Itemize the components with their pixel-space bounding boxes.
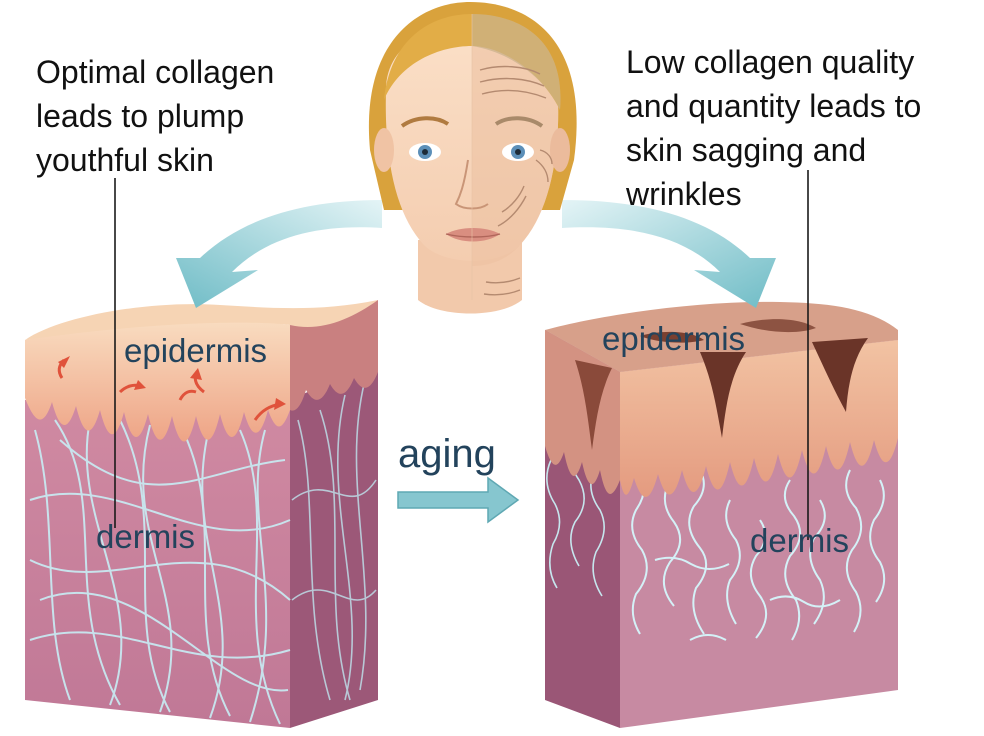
right-dermis-label: dermis [750,524,849,557]
curved-arrow-right-icon [562,200,776,308]
left-dermis-label: dermis [96,520,195,553]
aging-arrow-icon [398,478,518,522]
face-illustration [369,2,577,314]
right-caption: Low collagen quality and quantity leads … [626,40,976,216]
young-dermis-side [290,360,378,728]
left-epidermis-label: epidermis [124,334,267,367]
right-caption-line-1: Low collagen quality [626,40,976,84]
curved-arrow-left-icon [176,200,382,308]
right-epidermis-label: epidermis [602,322,745,355]
left-caption-line-1: Optimal collagen [36,50,366,94]
aging-label: aging [398,434,496,474]
left-caption-line-2: leads to plump [36,94,366,138]
right-caption-line-3: skin sagging and [626,128,976,172]
right-caption-line-2: and quantity leads to [626,84,976,128]
left-caption: Optimal collagen leads to plump youthful… [36,50,366,182]
left-caption-line-3: youthful skin [36,138,366,182]
right-caption-line-4: wrinkles [626,172,976,216]
aged-skin-block [545,302,898,728]
